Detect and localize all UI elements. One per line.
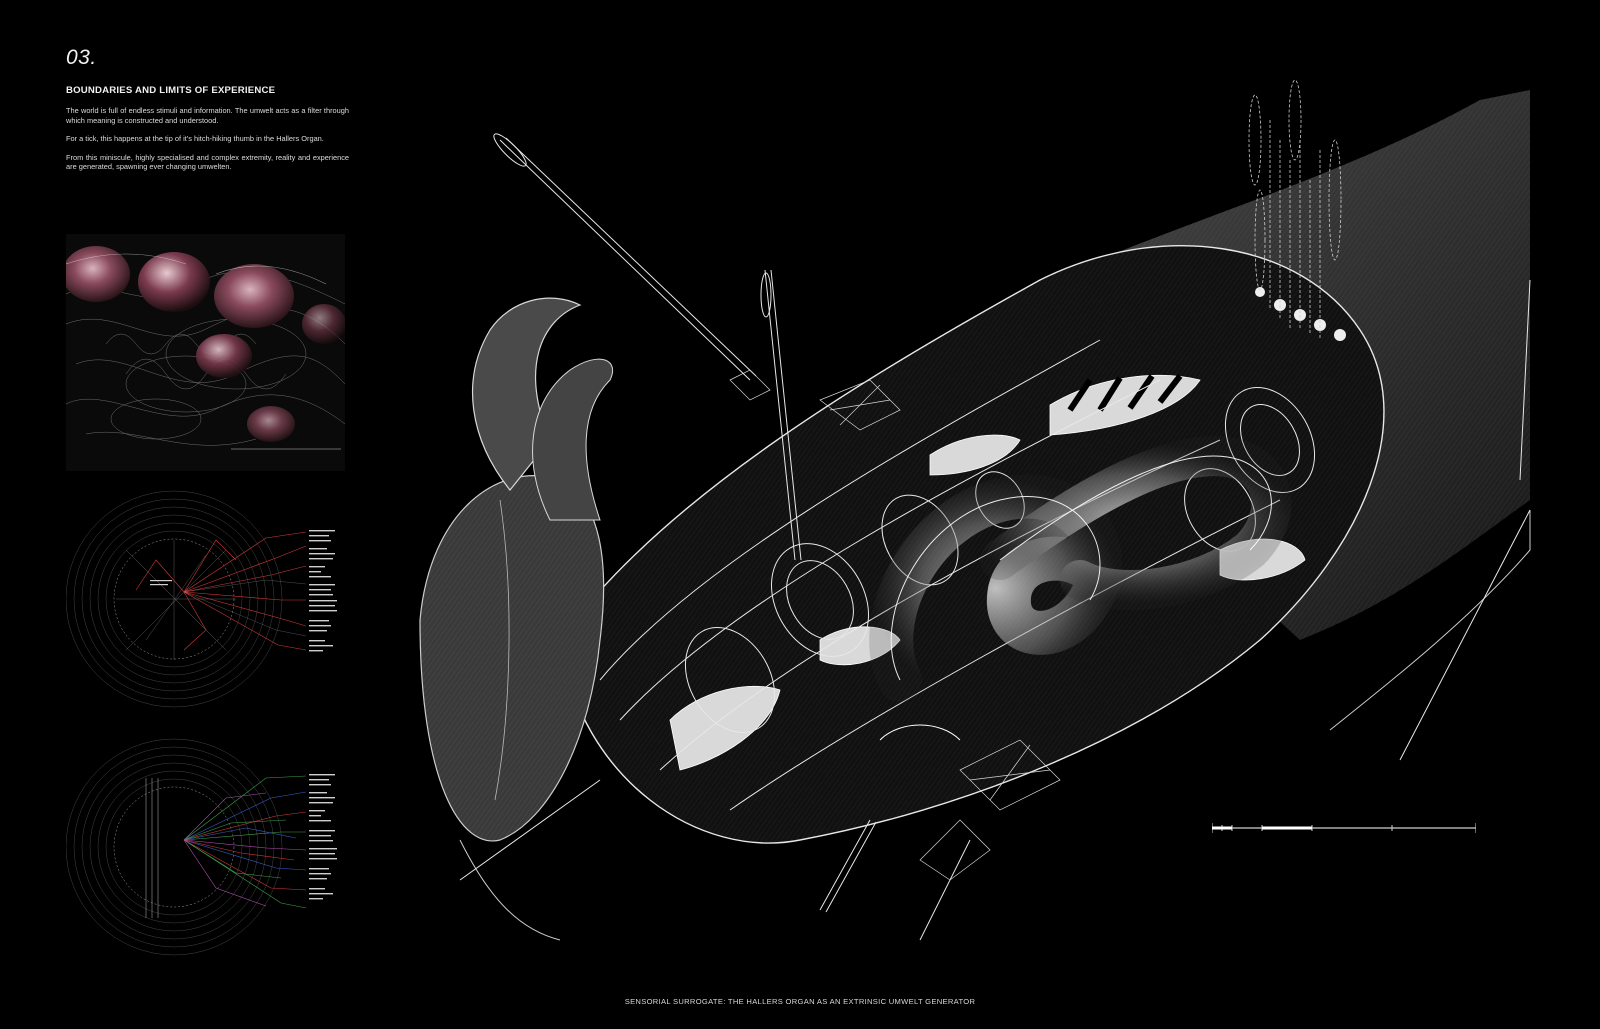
section-number: 03. (66, 46, 97, 69)
radial-diagram-1 (66, 490, 337, 708)
intro-paragraph: The world is full of endless stimuli and… (66, 106, 349, 125)
radial-diagram-2 (66, 738, 337, 956)
intro-text: The world is full of endless stimuli and… (66, 106, 349, 181)
hallers-organ-illustration (419, 80, 1531, 941)
thumbnail-illustration (66, 234, 345, 471)
figure-caption: SENSORIAL SURROGATE: THE HALLERS ORGAN A… (624, 997, 976, 1006)
intro-paragraph: For a tick, this happens at the tip of i… (66, 134, 324, 144)
scale-bar (1212, 823, 1476, 833)
section-heading: BOUNDARIES AND LIMITS OF EXPERIENCE (66, 85, 276, 96)
render-thumbnail (66, 234, 345, 471)
intro-paragraph: From this miniscule, highly specialised … (66, 152, 349, 172)
